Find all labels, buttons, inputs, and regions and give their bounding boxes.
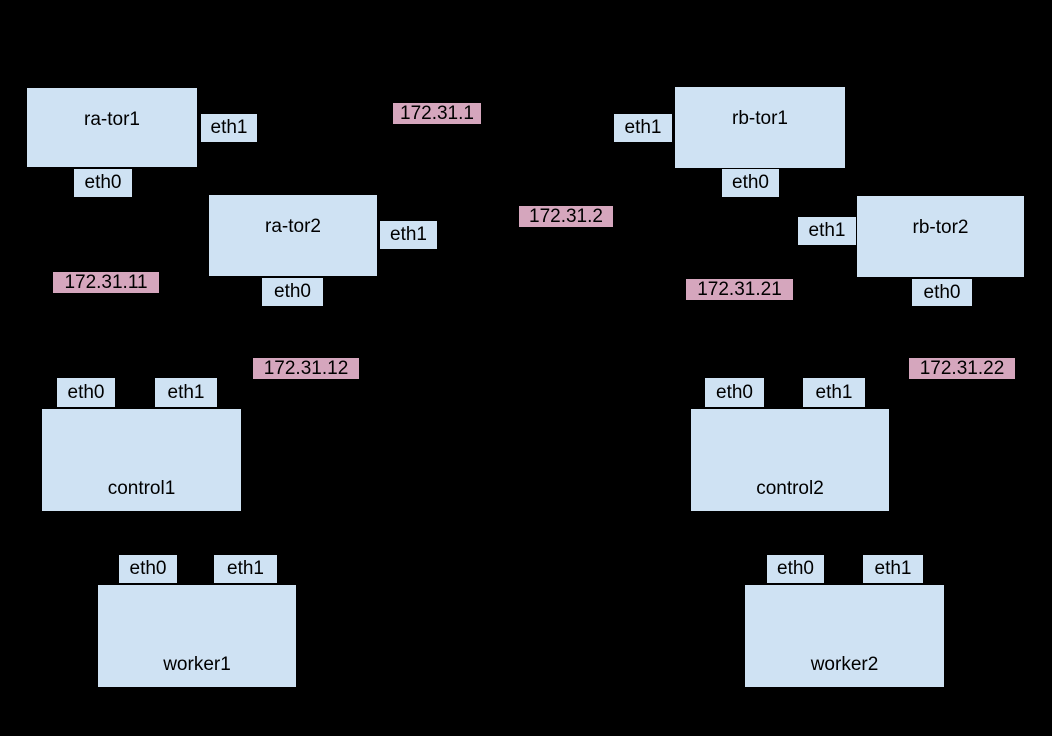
ip-label-172-31-2: 172.31.2 xyxy=(519,206,613,227)
port-label: eth0 xyxy=(84,172,122,193)
node-ra-tor1: ra-tor1 xyxy=(26,87,198,168)
port-label: eth1 xyxy=(815,381,853,403)
port-label: eth0 xyxy=(923,281,961,303)
port-control1-eth0: eth0 xyxy=(56,377,116,408)
port-label: eth1 xyxy=(167,381,205,403)
port-control1-eth1: eth1 xyxy=(154,377,218,408)
node-rb-tor1: rb-tor1 xyxy=(674,86,846,169)
node-label: ra-tor2 xyxy=(265,216,321,237)
node-worker2: worker2 xyxy=(744,584,945,688)
port-label: eth0 xyxy=(732,172,769,193)
port-ra-tor2-eth1: eth1 xyxy=(379,220,438,250)
port-worker1-eth1: eth1 xyxy=(213,554,278,584)
port-label: eth1 xyxy=(227,558,264,579)
port-worker1-eth0: eth0 xyxy=(118,554,178,584)
ip-label-text: 172.31.11 xyxy=(64,272,148,293)
port-ra-tor2-eth0: eth0 xyxy=(261,277,324,307)
node-control1: control1 xyxy=(41,408,242,512)
port-label: eth0 xyxy=(274,281,311,302)
port-label: eth1 xyxy=(390,224,427,245)
ip-label-172-31-21: 172.31.21 xyxy=(686,279,793,300)
ip-label-text: 172.31.2 xyxy=(529,206,603,227)
port-label: eth0 xyxy=(67,381,105,403)
port-label: eth1 xyxy=(874,558,912,579)
node-control2: control2 xyxy=(690,408,890,512)
node-label: ra-tor1 xyxy=(84,109,140,130)
port-control2-eth1: eth1 xyxy=(802,377,866,408)
port-label: eth0 xyxy=(777,558,814,579)
port-label: eth1 xyxy=(210,117,248,138)
port-rb-tor2-eth1: eth1 xyxy=(797,216,857,246)
port-label: eth0 xyxy=(129,558,167,579)
port-label: eth0 xyxy=(716,381,753,403)
ip-label-172-31-1: 172.31.1 xyxy=(393,103,481,124)
ip-label-text: 172.31.12 xyxy=(263,358,349,379)
ip-label-172-31-11: 172.31.11 xyxy=(53,272,159,293)
node-label: worker1 xyxy=(163,654,231,675)
node-label: worker2 xyxy=(810,654,879,675)
ip-label-text: 172.31.1 xyxy=(400,103,474,124)
node-label: control2 xyxy=(756,478,824,499)
ip-label-text: 172.31.21 xyxy=(697,279,782,300)
ip-label-172-31-12: 172.31.12 xyxy=(253,358,359,379)
node-worker1: worker1 xyxy=(97,584,297,688)
node-ra-tor2: ra-tor2 xyxy=(208,194,378,277)
port-rb-tor2-eth0: eth0 xyxy=(911,278,973,307)
port-label: eth1 xyxy=(624,117,662,138)
port-worker2-eth0: eth0 xyxy=(766,554,825,584)
node-rb-tor2: rb-tor2 xyxy=(856,195,1025,278)
node-label: rb-tor1 xyxy=(732,108,788,129)
port-ra-tor1-eth0: eth0 xyxy=(73,168,133,198)
port-worker2-eth1: eth1 xyxy=(862,554,924,584)
ip-label-172-31-22: 172.31.22 xyxy=(909,358,1015,379)
port-control2-eth0: eth0 xyxy=(704,377,765,408)
node-label: control1 xyxy=(107,478,176,499)
port-rb-tor1-eth1: eth1 xyxy=(613,113,673,143)
ip-label-text: 172.31.22 xyxy=(919,358,1005,379)
port-rb-tor1-eth0: eth0 xyxy=(721,168,780,198)
port-ra-tor1-eth1: eth1 xyxy=(200,113,258,143)
port-label: eth1 xyxy=(808,220,846,241)
node-label: rb-tor2 xyxy=(912,217,969,238)
